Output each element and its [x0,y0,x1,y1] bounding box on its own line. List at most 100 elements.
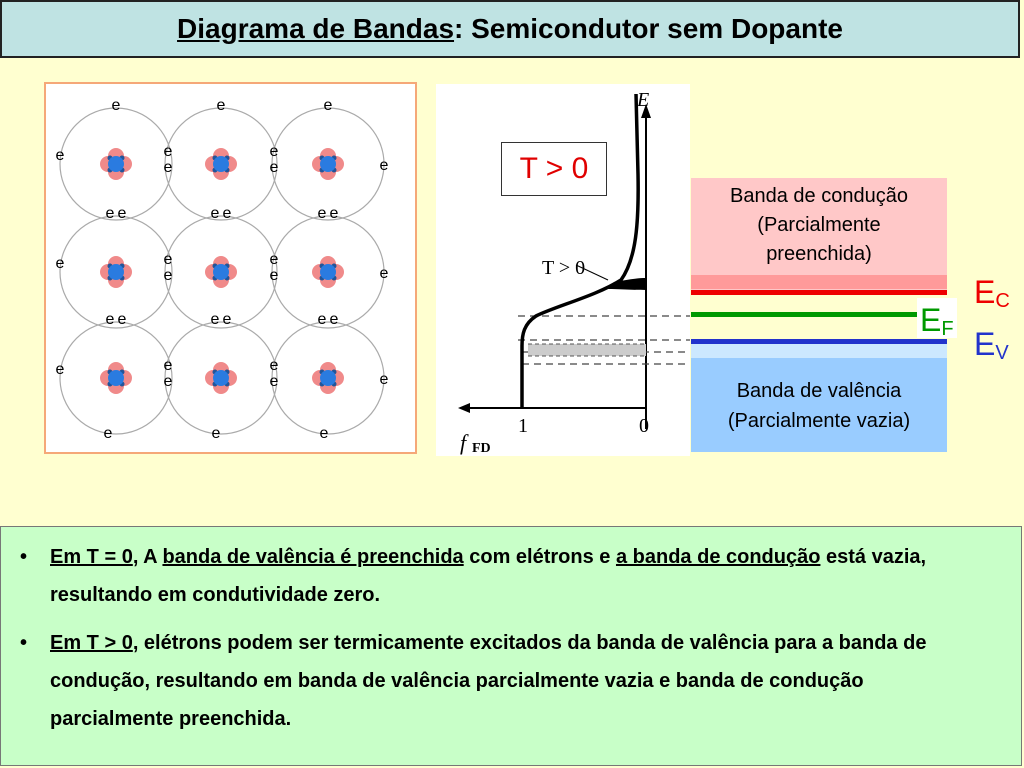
orbit-circle [164,321,278,435]
orbit-circle [164,107,278,221]
tick-0: 0 [639,415,649,437]
orbit-circle [271,107,385,221]
electron-symbol: e [330,311,339,328]
ev-label-main: E [974,326,996,362]
electron-symbol: e [112,97,121,114]
ef-label-main: E [920,302,942,338]
valence-band [691,342,947,452]
valence-shading [528,344,646,356]
nucleus-core [108,156,124,172]
bullet-2: • Em T > 0, elétrons podem ser termicame… [20,624,980,738]
fermi-dirac-svg: T > 0 E 1 0 f FD [458,89,690,456]
ev-level-line [691,339,947,344]
bullet-2-text: Em T > 0, elétrons podem ser termicament… [50,624,980,738]
electron-symbol: e [324,97,333,114]
electron-symbol: e [106,205,115,222]
energy-axis-arrow [641,104,651,118]
electron-symbol: e [118,311,127,328]
electron-symbol: e [318,311,327,328]
electron-symbol: e [380,371,389,388]
electron-symbol: e [270,267,279,284]
curve-label-pointer [575,264,609,281]
nucleus-core [213,156,229,172]
bullet-1-seg4: com elétrons e [463,546,616,568]
orbit-circle [59,107,173,221]
electron-symbol: e [164,373,173,390]
curve-label: T > 0 [542,257,585,279]
conduction-band-label: Banda de condução (Parcialmente preenchi… [691,182,947,269]
bullet-2-seg2: , elétrons podem ser termicamente excita… [50,632,927,730]
energy-axis-label: E [636,89,649,111]
electron-symbol: e [270,251,279,268]
slide-title: Diagrama de Bandas: Semicondutor sem Dop… [177,13,843,45]
nucleus-core [108,264,124,280]
ev-label-sub: V [995,342,1009,364]
valence-band-edge-stripe [691,342,947,358]
title-underlined: Diagrama de Bandas [177,13,455,44]
bullet-1-seg3: banda de valência é preenchida [162,546,464,568]
nucleus-core [320,370,336,386]
electron-symbol: e [164,159,173,176]
f-axis-arrow [458,403,470,413]
electron-symbol: e [164,143,173,160]
bullet-2-dot: • [20,632,28,654]
conduction-shading [608,278,646,290]
bullet-1-dot: • [20,546,28,568]
electron-symbol: e [318,205,327,222]
electron-symbol: e [164,251,173,268]
tick-1: 1 [518,415,528,437]
electron-symbol: e [270,159,279,176]
nucleus-core [320,264,336,280]
orbit-circle [271,215,385,329]
electron-symbol: e [380,157,389,174]
electron-symbol: e [212,425,221,442]
ec-label-sub: C [995,290,1010,312]
valence-band-line1: Banda de valência [736,380,902,402]
electron-symbol: e [217,97,226,114]
conduction-band [691,178,947,293]
fermi-dirac-curve [520,93,640,408]
fermi-dirac-plot: T > 0 E 1 0 f FD [436,84,690,456]
ec-label: EC [974,274,1010,313]
electron-symbol: e [270,373,279,390]
nucleus-core [213,264,229,280]
electron-symbol: e [106,311,115,328]
f-axis-label-sub: FD [472,441,491,456]
conduction-band-line2: (Parcialmente [757,214,881,236]
ef-label-sub: F [941,318,954,340]
electron-symbol: e [270,143,279,160]
electron-symbol: e [320,425,329,442]
orbit-circle [59,215,173,329]
electron-symbol: e [211,205,220,222]
bullet-2-seg1: Em T > 0 [50,632,133,654]
bullet-1-seg5: a banda de condução [615,546,821,568]
electron-symbol: e [118,205,127,222]
electron-symbol: e [380,265,389,282]
bullet-1-seg6: está vazia, resultando em condutividade … [50,546,927,606]
electron-symbol: e [104,425,113,442]
orbit-circle [59,321,173,435]
nucleus-core [213,370,229,386]
ec-label-main: E [974,274,996,310]
nucleus-core [320,156,336,172]
bullet-box [0,526,1022,766]
ef-level-line [691,312,919,317]
electron-symbol: e [56,255,65,272]
title-bar: Diagrama de Bandas: Semicondutor sem Dop… [0,0,1020,58]
bullet-1-text: Em T = 0, A banda de valência é preenchi… [50,538,980,614]
ev-label: EV [974,326,1009,365]
electron-symbol: e [211,311,220,328]
bullet-1-seg1: Em T = 0 [50,546,133,568]
conduction-band-line1: Banda de condução [730,185,908,207]
ef-label-background [917,298,957,338]
valence-band-line2: (Parcialmente vazia) [727,410,911,432]
f-axis-label: f [460,430,469,455]
electron-symbol: e [164,267,173,284]
electron-symbol: e [270,357,279,374]
temperature-box: T > 0 [501,142,607,196]
valence-band-label: Banda de valência (Parcialmente vazia) [691,376,947,436]
conduction-band-line3: preenchida) [766,243,872,265]
bullet-1: • Em T = 0, A banda de valência é preenc… [20,538,980,614]
